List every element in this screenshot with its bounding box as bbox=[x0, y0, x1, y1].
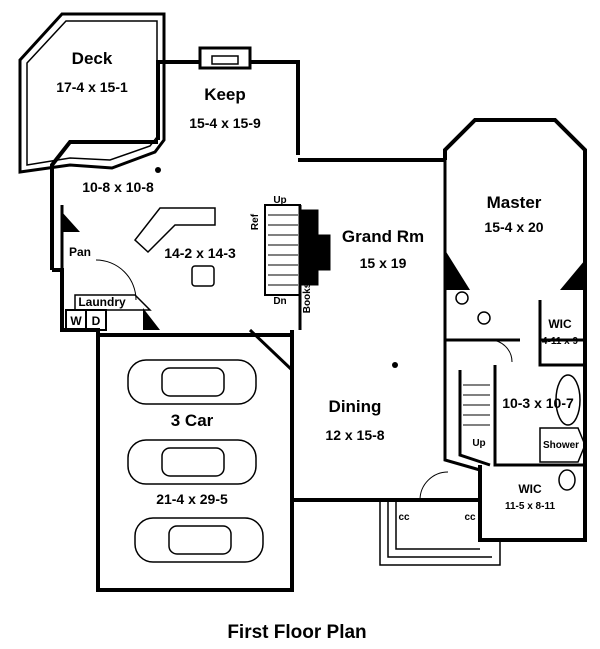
books-label: Books bbox=[302, 282, 313, 313]
keep-fireplace bbox=[198, 46, 252, 70]
car-2 bbox=[127, 439, 257, 485]
laundry-appliances bbox=[65, 309, 107, 331]
master-dims: 15-4 x 20 bbox=[484, 219, 543, 235]
washer-label: W bbox=[70, 314, 82, 328]
bath-fixtures bbox=[455, 291, 586, 491]
car-3 bbox=[134, 517, 264, 563]
car-1 bbox=[127, 359, 257, 405]
wic1-dims: 4-11 x 9 bbox=[542, 336, 579, 347]
shower-name: Shower bbox=[543, 440, 579, 451]
garage-name: 3 Car bbox=[171, 411, 214, 430]
exterior-walls bbox=[50, 60, 587, 592]
deck-dims: 17-4 x 15-1 bbox=[56, 79, 128, 95]
deck-area bbox=[18, 12, 166, 174]
entry-porch bbox=[379, 500, 501, 566]
dryer-label: D bbox=[92, 314, 101, 328]
garage-cars bbox=[127, 359, 264, 563]
grand-room-dims: 15 x 19 bbox=[360, 255, 407, 271]
kitchen-island bbox=[74, 207, 216, 311]
keep-dims: 15-4 x 15-9 bbox=[189, 115, 261, 131]
keep-name: Keep bbox=[204, 85, 246, 104]
wic2-name: WIC bbox=[518, 482, 542, 496]
master-name: Master bbox=[487, 193, 542, 212]
plan-title: First Floor Plan bbox=[227, 622, 366, 643]
dining-name: Dining bbox=[329, 397, 382, 416]
stair-treads bbox=[268, 214, 490, 426]
closet-2-label: cc bbox=[464, 512, 476, 523]
stair-up-2-label: Up bbox=[472, 438, 485, 449]
stair-up-label: Up bbox=[273, 195, 286, 206]
bath-dims: 10-3 x 10-7 bbox=[502, 395, 574, 411]
corner-posts bbox=[62, 212, 585, 330]
ref-label: Ref bbox=[250, 213, 261, 230]
center-markers bbox=[155, 167, 398, 368]
stair-down-label: Dn bbox=[273, 296, 286, 307]
wic2-dims: 11-5 x 8-11 bbox=[505, 501, 555, 512]
deck-name: Deck bbox=[72, 49, 113, 68]
grand-fireplace bbox=[299, 209, 331, 286]
grand-room-name: Grand Rm bbox=[342, 227, 424, 246]
garage-dims: 21-4 x 29-5 bbox=[156, 491, 228, 507]
door-swings bbox=[95, 259, 513, 501]
laundry-name: Laundry bbox=[78, 295, 126, 309]
breakfast-dims: 10-8 x 10-8 bbox=[82, 179, 154, 195]
dining-dims: 12 x 15-8 bbox=[325, 427, 384, 443]
kitchen-dims: 14-2 x 14-3 bbox=[164, 245, 236, 261]
closet-1-label: cc bbox=[398, 512, 410, 523]
wic1-name: WIC bbox=[548, 317, 572, 331]
pantry-name: Pan bbox=[69, 245, 91, 259]
